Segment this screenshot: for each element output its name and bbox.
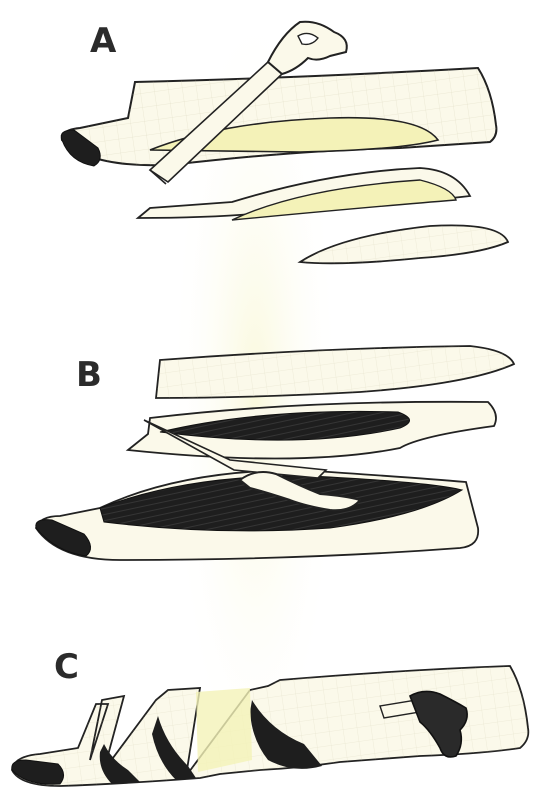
panel-b: B [36,346,514,560]
panel-a-blank [61,68,496,166]
panel-label-a: A [90,21,117,61]
panel-c-tip [12,760,64,784]
panel-label-c: C [54,647,79,687]
panel-label-b: B [76,355,102,395]
